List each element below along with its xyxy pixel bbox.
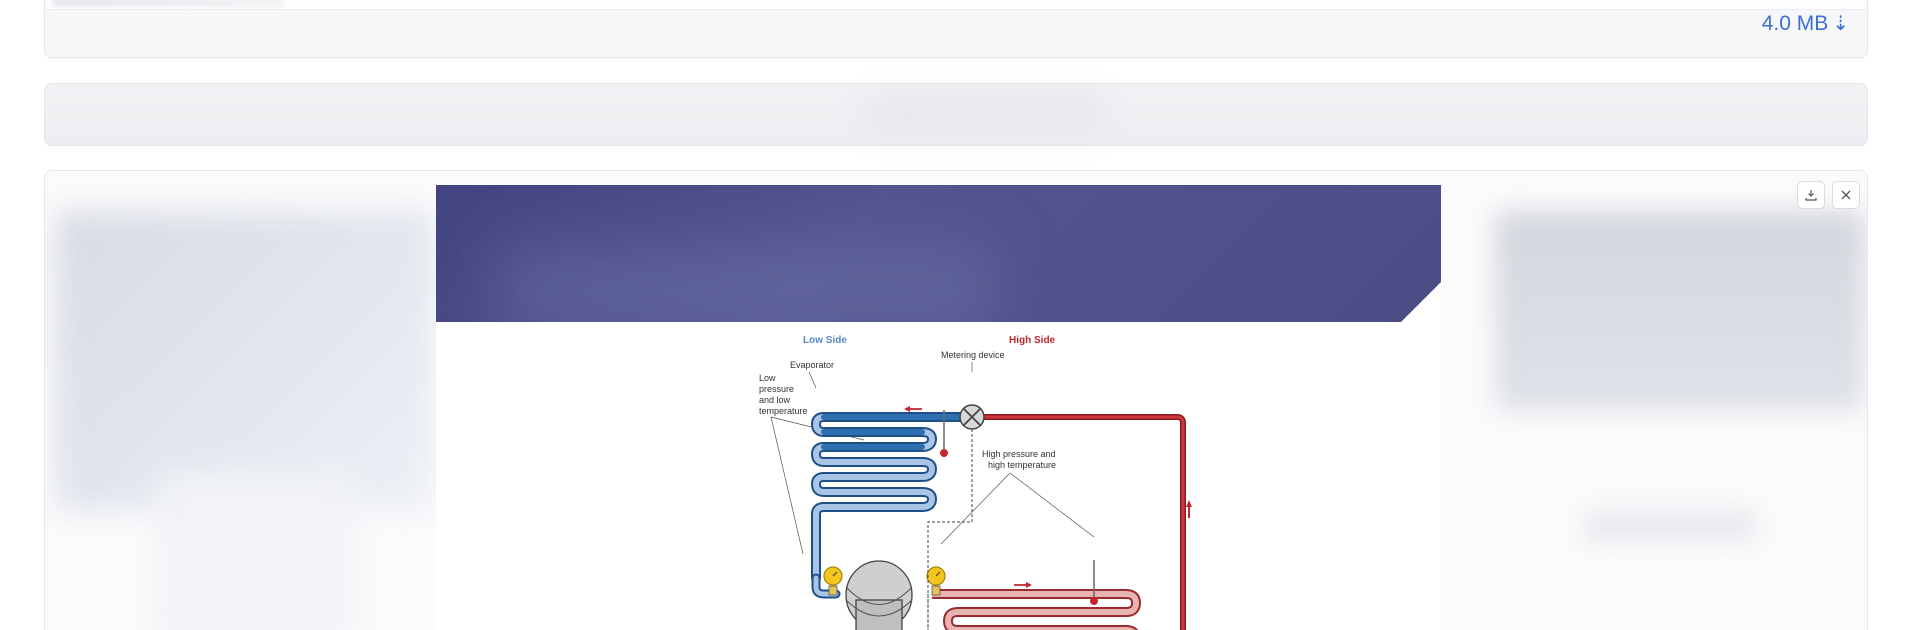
metering-device-label: Metering device: [941, 350, 1005, 360]
sensing-line: [927, 429, 973, 630]
high-pressure-line-1: High pressure and: [982, 449, 1056, 459]
high-pressure-label: High pressure and high temperature: [982, 449, 1056, 470]
blurred-background-left: [55, 211, 445, 630]
placeholder-card: [44, 83, 1868, 146]
evaporator-coil: [810, 412, 969, 599]
evaporator-thermometer-icon: [940, 410, 948, 457]
file-size-download-link[interactable]: 4.0 MB ⇣: [1762, 11, 1849, 36]
slide-banner: [436, 185, 1441, 322]
download-icon: [1805, 190, 1817, 201]
low-pressure-line-3: and low: [759, 395, 791, 405]
metering-device-icon: [959, 404, 985, 430]
high-side-loop: [981, 414, 1186, 630]
evaporator-label: Evaporator: [790, 360, 834, 370]
low-side-label: Low Side: [803, 335, 847, 346]
high-side-label: High Side: [1009, 335, 1056, 346]
refrigeration-cycle-diagram: Low Side High Side Metering device Evapo…: [759, 335, 1192, 630]
file-card: 4.0 MB ⇣: [44, 0, 1868, 58]
placeholder-glow: [865, 94, 1105, 134]
flow-arrows: [904, 406, 1192, 588]
download-arrow-icon: ⇣: [1832, 13, 1849, 35]
low-pressure-gauge-icon: [823, 566, 843, 596]
blurred-background-right: [1485, 211, 1865, 591]
condenser-coil: [932, 589, 1142, 630]
high-pressure-line-2: high temperature: [988, 460, 1056, 470]
image-preview-card: Low Side High Side Metering device Evapo…: [44, 170, 1868, 630]
close-icon: [1841, 190, 1851, 200]
download-button[interactable]: [1797, 181, 1825, 209]
low-pressure-line-2: pressure: [759, 384, 794, 394]
condenser-thermometer-icon: [1090, 560, 1098, 605]
low-pressure-label: Low pressure and low temperature: [759, 373, 808, 416]
file-thumbnail: [53, 0, 283, 7]
high-pressure-gauge-icon: [926, 566, 946, 596]
low-pressure-line-4: temperature: [759, 406, 808, 416]
file-card-header: [45, 0, 1867, 10]
close-button[interactable]: [1832, 181, 1860, 209]
file-size-label: 4.0 MB: [1761, 11, 1829, 35]
preview-image: Low Side High Side Metering device Evapo…: [436, 185, 1441, 630]
compressor-icon: [845, 560, 913, 630]
low-pressure-line-1: Low: [759, 373, 776, 383]
